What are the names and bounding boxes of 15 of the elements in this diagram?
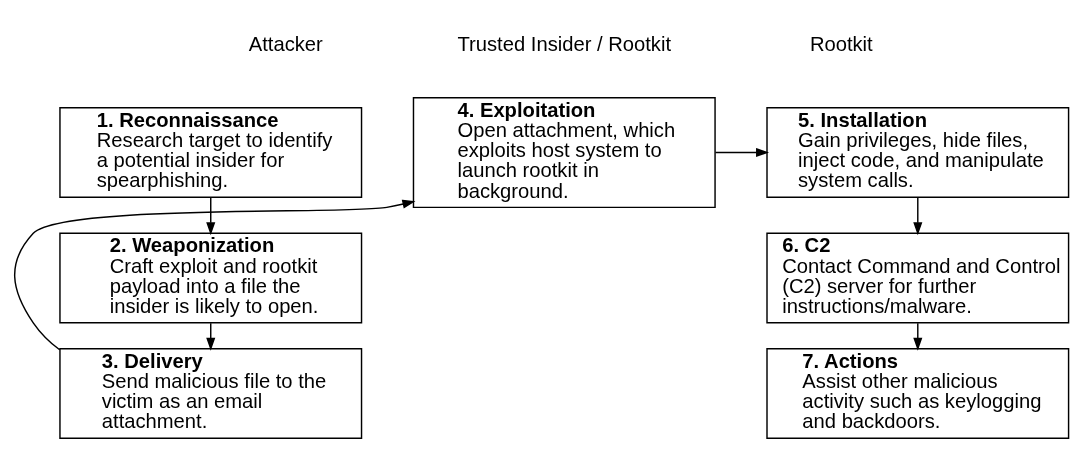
arrow bbox=[206, 196, 216, 235]
arrow bbox=[913, 196, 923, 235]
arrow bbox=[714, 147, 770, 157]
node-box: 6. C2 Contact Command and Control (C2) server for further instructions/malware. bbox=[766, 232, 1070, 323]
node-box: 2. Weaponization Craft exploit and rootkit payload into a file the insider is likely to open. bbox=[59, 232, 363, 323]
arrow bbox=[913, 322, 923, 351]
label: Trusted Insider / Rootkit bbox=[457, 32, 672, 55]
node-box: 7. Actions Assist other malicious activity such as keylogging and backdoors. bbox=[766, 347, 1070, 439]
label: Attacker bbox=[248, 32, 323, 55]
node-box: 5. Installation Gain privileges, hide files, inject code, and manipulate system calls. bbox=[766, 106, 1070, 198]
arrow bbox=[14, 199, 416, 350]
label: Rootkit bbox=[809, 32, 873, 55]
node-box: 3. Delivery Send malicious file to the victim as an email attachment. bbox=[59, 347, 363, 439]
node-box: 1. Reconnaissance Research target to identify a potential insider for spearphishing. bbox=[59, 106, 363, 198]
node-box: 4. Exploitation Open attachment, which exploits host system to launch rootkit in background. bbox=[412, 96, 716, 208]
